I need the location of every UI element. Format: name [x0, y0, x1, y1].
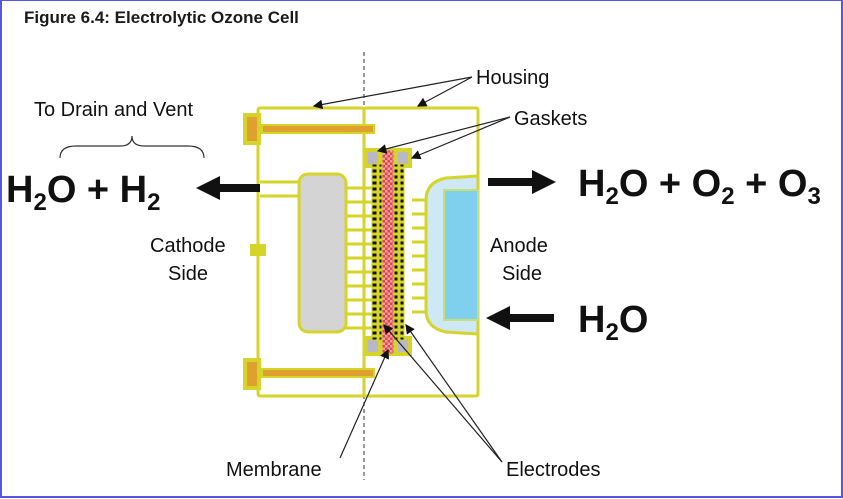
anode-in-arrow	[486, 306, 554, 330]
formula-anode-out: H2O + O2 + O3	[578, 163, 821, 210]
membrane-leader	[339, 348, 389, 459]
membrane	[381, 149, 395, 355]
formula-cathode-out: H2O + H2	[6, 169, 160, 216]
cathode-out-arrow	[196, 176, 260, 200]
label-cathode-2: Side	[168, 263, 208, 285]
bolt-bottom	[243, 358, 375, 390]
label-cathode-1: Cathode	[150, 235, 226, 257]
cathode-clip	[250, 244, 266, 256]
figure-title: Figure 6.4: Electrolytic Ozone Cell	[24, 8, 299, 27]
label-membrane: Membrane	[226, 459, 322, 481]
label-anode-2: Side	[502, 263, 542, 285]
label-gaskets: Gaskets	[514, 108, 587, 130]
gasket-leaders	[376, 116, 511, 160]
electrode-right	[393, 163, 405, 341]
electrode-leaders	[383, 324, 503, 463]
cathode-chamber	[297, 172, 348, 334]
label-to-drain: To Drain and Vent	[34, 99, 193, 121]
anode-inner	[443, 189, 479, 321]
label-electrodes: Electrodes	[506, 459, 601, 481]
anode-out-arrow	[488, 170, 556, 194]
label-housing: Housing	[476, 67, 549, 89]
label-anode-1: Anode	[490, 235, 548, 257]
electrode-left	[371, 163, 383, 341]
bolt-top	[243, 113, 375, 145]
formula-anode-in: H2O	[578, 299, 648, 346]
cathode-ribs	[260, 180, 372, 330]
drain-brace	[59, 135, 205, 159]
housing-leaders	[312, 76, 473, 110]
